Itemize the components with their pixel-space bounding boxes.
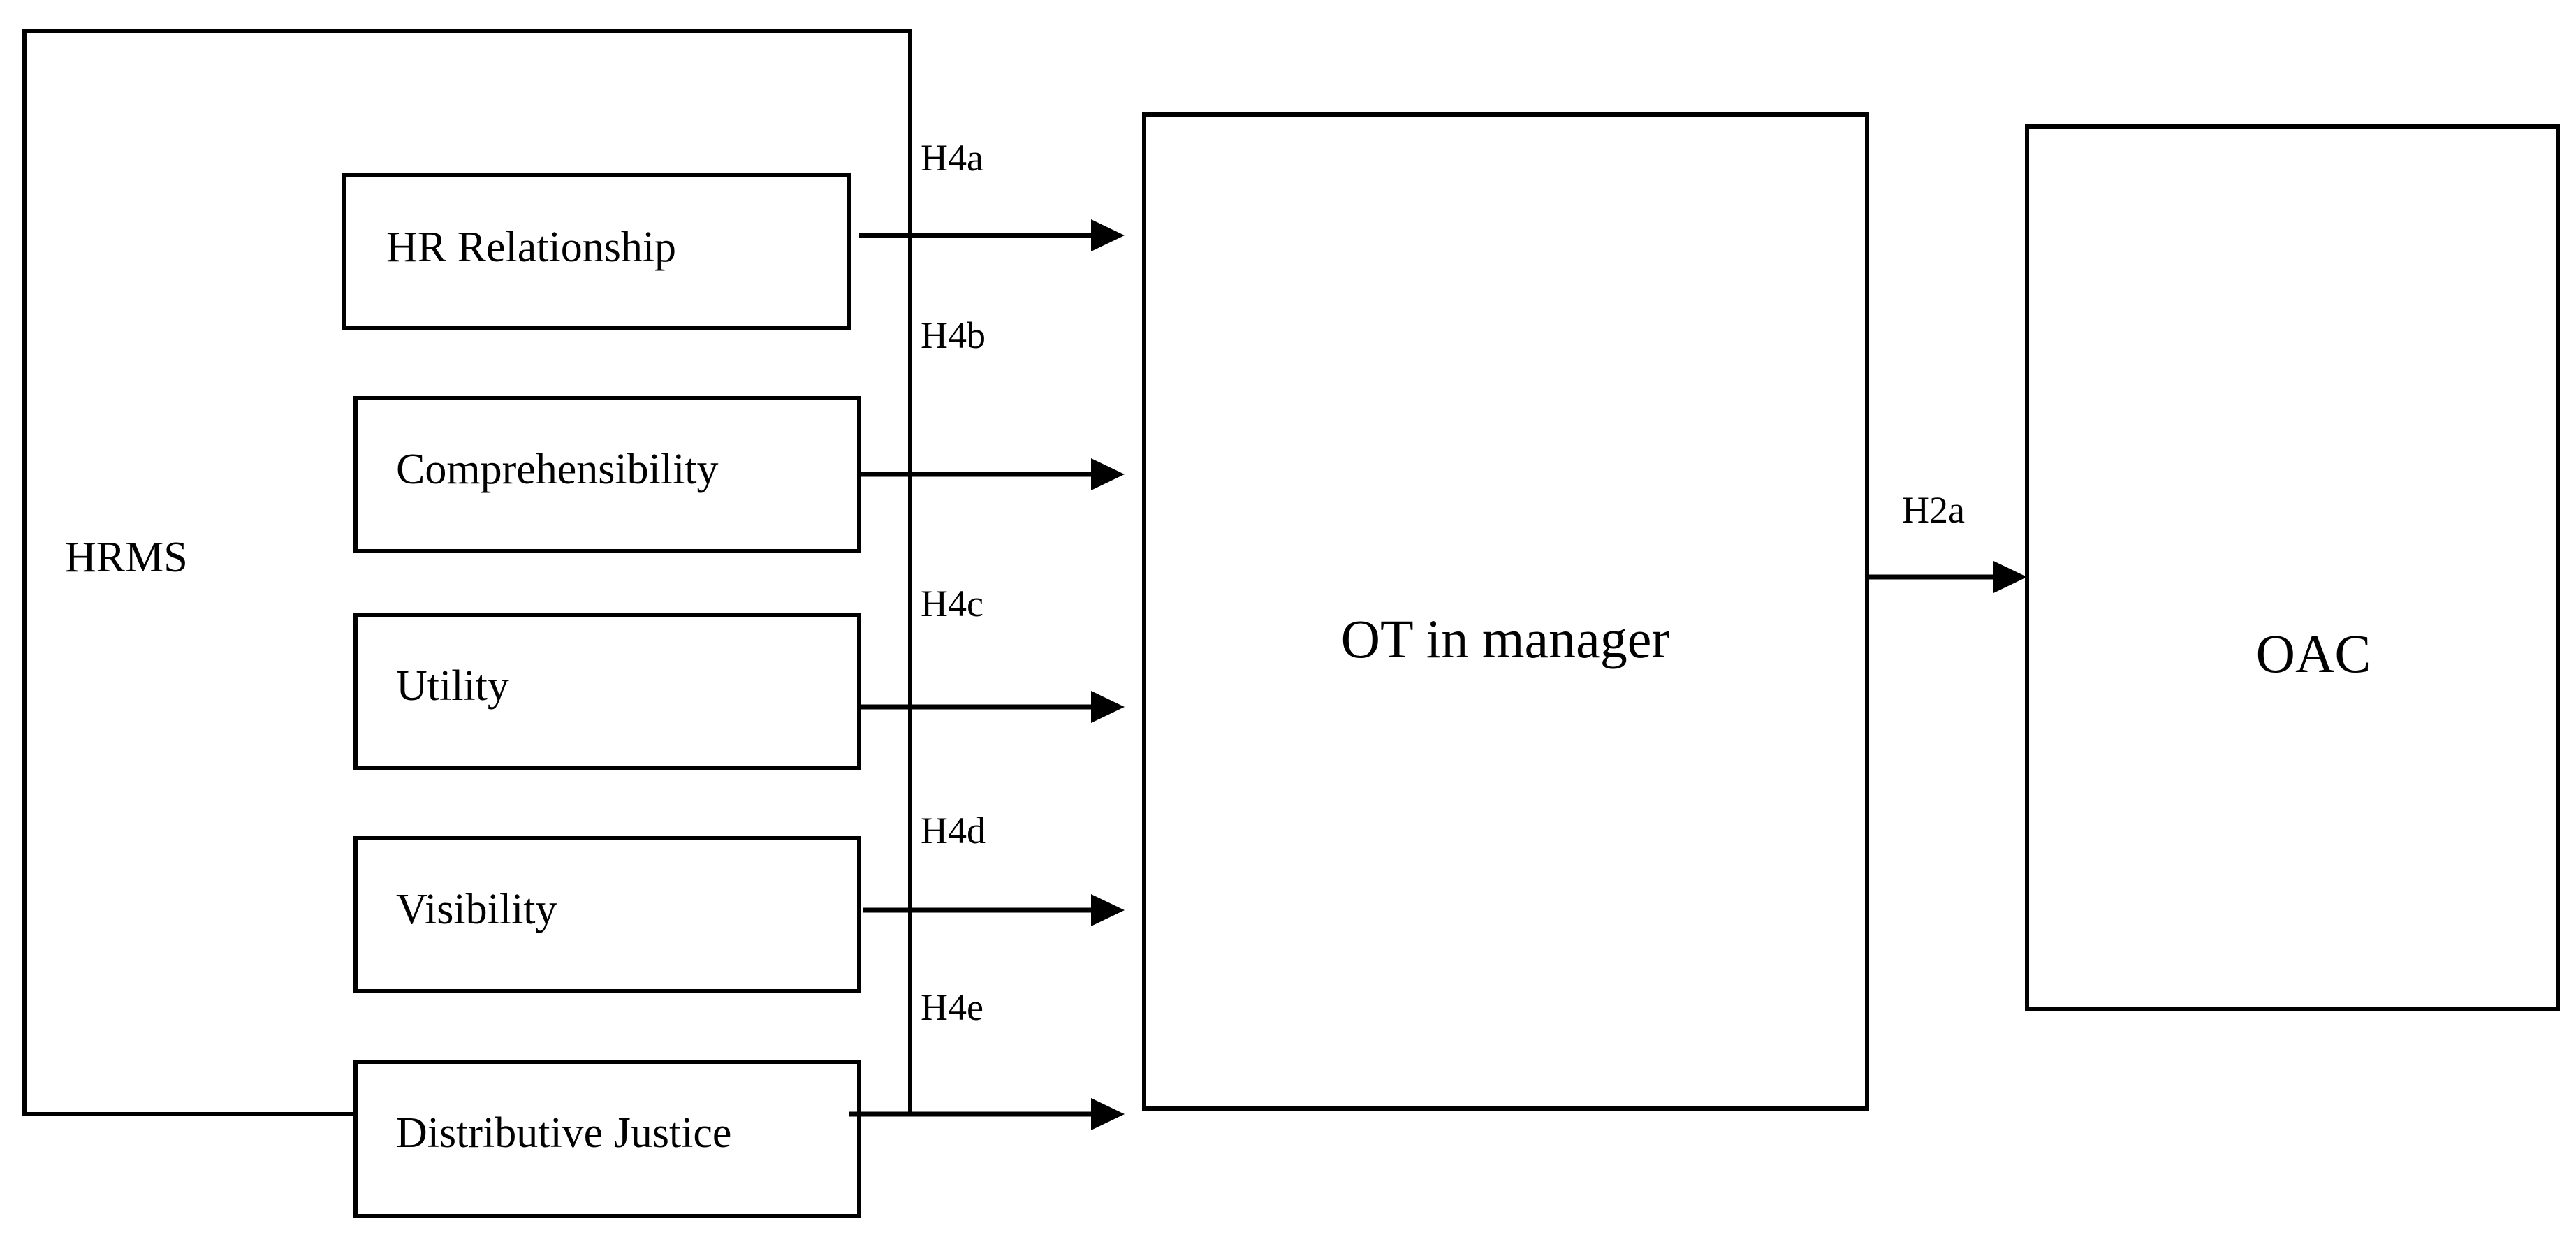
hrms-group-label: HRMS (65, 534, 188, 581)
hypothesis-label-h4d: H4d (921, 810, 986, 852)
arrow-h4d (863, 894, 1125, 926)
hypothesis-label-h4a: H4a (921, 137, 983, 179)
factor-comprehensibility: Comprehensibility (353, 396, 861, 553)
factor-label: HR Relationship (386, 224, 676, 271)
arrow-h4c (859, 691, 1125, 723)
arrow-h4e (849, 1098, 1125, 1130)
arrow-h4a (859, 219, 1125, 251)
factor-label: Visibility (396, 886, 557, 933)
arrow-h2a (1867, 561, 2027, 593)
hypothesis-label-h4c: H4c (921, 583, 983, 624)
factor-hr-relationship: HR Relationship (342, 173, 851, 330)
arrow-h4b (859, 458, 1125, 490)
outcome-label: OAC (2256, 623, 2371, 684)
hypothesis-label-h4e: H4e (921, 986, 983, 1028)
mediator-box: OT in manager (1142, 112, 1869, 1111)
factor-label: Distributive Justice (396, 1109, 731, 1157)
factor-label: Utility (396, 662, 509, 710)
hypothesis-label-h4b: H4b (921, 314, 986, 356)
factor-visibility: Visibility (353, 836, 861, 993)
hypothesis-label-h2a: H2a (1902, 489, 1965, 531)
factor-utility: Utility (353, 613, 861, 770)
factor-distributive-justice: Distributive Justice (353, 1060, 861, 1218)
outcome-box: OAC (2025, 124, 2560, 1011)
factor-label: Comprehensibility (396, 446, 719, 493)
mediator-label: OT in manager (1341, 608, 1670, 669)
